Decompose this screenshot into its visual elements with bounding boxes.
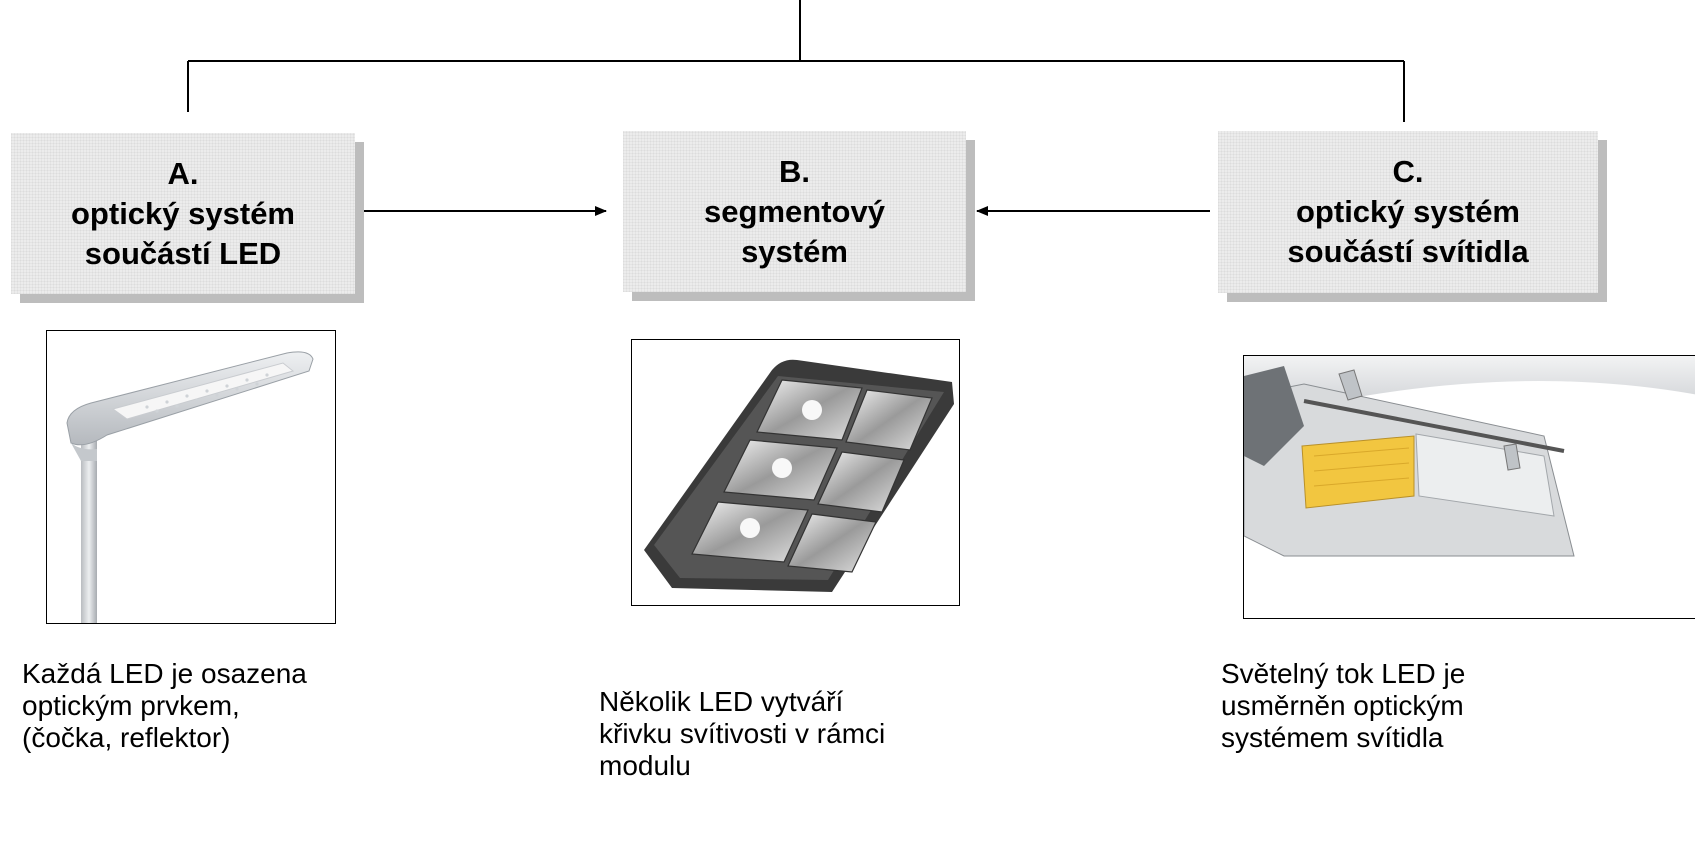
caption-a-line1: Každá LED je osazena <box>22 658 307 690</box>
box-c: C. optický systém součástí svítidla <box>1218 131 1598 293</box>
box-b-line2: systém <box>741 232 848 272</box>
box-c-line2: součástí svítidla <box>1287 232 1528 272</box>
caption-b-line3: modulu <box>599 750 885 782</box>
street-lamp-photo <box>46 330 336 624</box>
caption-a: Každá LED je osazena optickým prvkem, (č… <box>22 658 307 754</box>
box-b-line1: segmentový <box>704 192 885 232</box>
caption-a-line2: optickým prvkem, <box>22 690 307 722</box>
box-a: A. optický systém součástí LED <box>11 133 355 294</box>
caption-c-line2: usměrněn optickým <box>1221 690 1465 722</box>
led-lens-module-photo <box>631 339 960 606</box>
box-c-letter: C. <box>1393 152 1424 192</box>
box-b-letter: B. <box>779 152 810 192</box>
caption-c-line3: systémem svítidla <box>1221 722 1465 754</box>
caption-b-line2: křivku svítivosti v rámci <box>599 718 885 750</box>
caption-a-line3: (čočka, reflektor) <box>22 722 307 754</box>
box-a-line2: součástí LED <box>85 234 281 274</box>
box-a-line1: optický systém <box>71 194 295 234</box>
caption-c: Světelný tok LED je usměrněn optickým sy… <box>1221 658 1465 754</box>
caption-b-line1: Několik LED vytváří <box>599 686 885 718</box>
caption-c-line1: Světelný tok LED je <box>1221 658 1465 690</box>
box-b: B. segmentový systém <box>623 131 966 292</box>
box-a-letter: A. <box>168 154 199 194</box>
luminaire-optic-photo <box>1243 355 1695 619</box>
box-c-line1: optický systém <box>1296 192 1520 232</box>
caption-b: Několik LED vytváří křivku svítivosti v … <box>599 686 885 782</box>
